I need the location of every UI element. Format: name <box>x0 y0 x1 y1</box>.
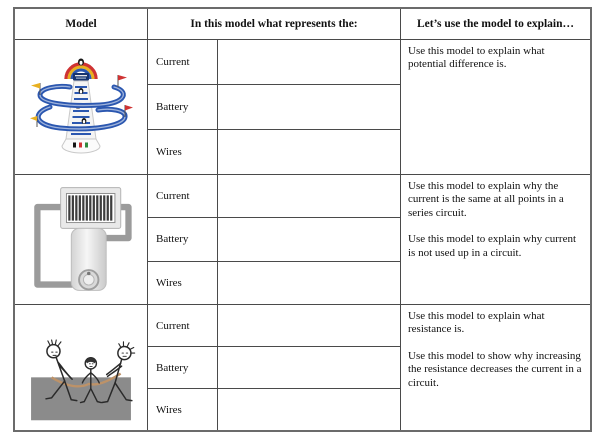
label-battery: Battery <box>148 218 218 261</box>
represents-cell-group: Current Battery Wires <box>148 40 401 174</box>
explain-text: Use this model to explain why current is… <box>408 233 577 259</box>
subrow-current: Current <box>148 40 400 84</box>
subrow-battery: Battery <box>148 346 400 388</box>
subrow-wires: Wires <box>148 260 400 304</box>
label-current: Current <box>148 40 218 84</box>
model-cell-heating <box>15 175 148 304</box>
answer-cell-wires[interactable] <box>218 261 400 304</box>
boiler <box>70 227 107 291</box>
subrow-battery: Battery <box>148 217 400 261</box>
subrow-wires: Wires <box>148 129 400 174</box>
answer-cell-wires[interactable] <box>218 130 400 174</box>
label-wires: Wires <box>148 261 218 304</box>
label-current: Current <box>148 305 218 346</box>
table-row-rope-model: Current Battery Wires Use this model to … <box>15 304 590 430</box>
answer-cell-current[interactable] <box>218 175 400 218</box>
explain-text: Use this model to explain what resistanc… <box>408 310 545 336</box>
answer-cell-battery[interactable] <box>218 218 400 261</box>
penguin-race-toy-image <box>30 58 133 154</box>
represents-cell-group: Current Battery Wires <box>148 305 401 430</box>
header-explain: Let’s use the model to explain… <box>416 18 575 30</box>
rainbow-arch <box>64 58 98 81</box>
radiator <box>60 186 122 229</box>
stick-figure-right <box>101 340 136 403</box>
subrow-current: Current <box>148 305 400 346</box>
table-row-heating-model: Current Battery Wires Use this model to … <box>15 174 590 304</box>
stick-figure-left <box>45 338 78 401</box>
stick-figure-middle <box>79 356 102 403</box>
rope-loop-image <box>31 338 136 420</box>
subrow-current: Current <box>148 175 400 218</box>
answer-cell-current[interactable] <box>218 40 400 84</box>
slide-tracks <box>35 83 128 132</box>
answer-cell-current[interactable] <box>218 305 400 346</box>
answer-cell-battery[interactable] <box>218 85 400 129</box>
label-current: Current <box>148 175 218 218</box>
explain-text: Use this model to explain what potential… <box>408 45 545 71</box>
explain-cell: Use this model to explain why the curren… <box>401 175 590 304</box>
table-row-penguin-model: Current Battery Wires Use this model to … <box>15 39 590 174</box>
model-cell-penguin <box>15 40 148 174</box>
explain-text: Use this model to explain why the curren… <box>408 180 564 219</box>
header-represents: In this model what represents the: <box>148 9 401 39</box>
subrow-battery: Battery <box>148 84 400 129</box>
table-header-row: Model In this model what represents the:… <box>15 9 590 39</box>
label-battery: Battery <box>148 347 218 388</box>
label-wires: Wires <box>148 389 218 430</box>
label-battery: Battery <box>148 85 218 129</box>
explain-text: Use this model to show why increasing th… <box>408 349 582 389</box>
header-model: Model <box>15 9 148 39</box>
explain-cell: Use this model to explain what resistanc… <box>401 305 590 430</box>
models-table: Model In this model what represents the:… <box>13 7 592 432</box>
track-flags <box>30 75 133 127</box>
toy-base <box>61 138 101 154</box>
explain-cell: Use this model to explain what potential… <box>401 40 590 174</box>
rope <box>50 372 122 387</box>
answer-cell-wires[interactable] <box>218 389 400 430</box>
pipes <box>34 203 132 288</box>
label-wires: Wires <box>148 130 218 174</box>
model-cell-rope <box>15 305 148 430</box>
subrow-wires: Wires <box>148 388 400 430</box>
represents-cell-group: Current Battery Wires <box>148 175 401 304</box>
answer-cell-battery[interactable] <box>218 347 400 388</box>
central-heating-image <box>34 186 132 291</box>
